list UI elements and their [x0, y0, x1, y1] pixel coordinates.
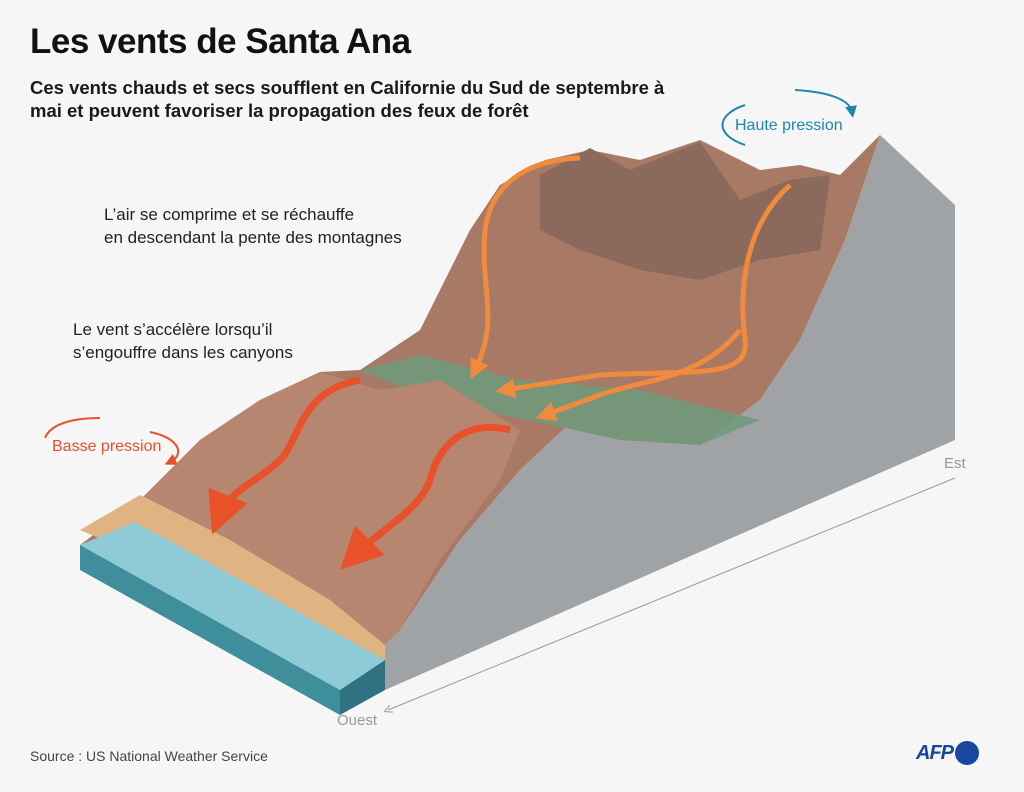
canyon-annotation: Le vent s’accélère lorsqu’il s’engouffre…	[73, 318, 293, 364]
annotation-line: L’air se comprime et se réchauffe	[104, 205, 355, 224]
wind-arrow	[495, 183, 792, 399]
low-pressure-label: Basse pression	[52, 438, 162, 455]
ocean-top	[80, 522, 385, 690]
rocky-peaks	[540, 142, 830, 280]
ocean-front	[80, 545, 340, 715]
wind-arrow	[535, 328, 742, 421]
afp-logo: AFP	[916, 741, 979, 765]
high-pressure-label: Haute pression	[735, 117, 843, 134]
subtitle: Ces vents chauds et secs soufflent en Ca…	[30, 77, 665, 121]
wind-arrow	[340, 423, 511, 570]
east-label: Est	[944, 455, 966, 472]
wind-arrow	[470, 155, 581, 379]
high-pressure-loop-icon	[721, 89, 853, 146]
annotation-line: s’engouffre dans les canyons	[73, 343, 293, 362]
compression-annotation: L’air se comprime et se réchauffe en des…	[104, 203, 402, 249]
ocean-side	[340, 660, 385, 715]
logo-text: AFP	[916, 741, 954, 764]
low-pressure-loop-icon	[44, 417, 180, 462]
page-title: Les vents de Santa Ana	[30, 22, 411, 61]
west-east-axis	[388, 477, 956, 710]
wind-arrow	[208, 376, 361, 535]
logo-dot-icon	[955, 741, 979, 765]
west-label: Ouest	[337, 712, 378, 729]
source-credit: Source : US National Weather Service	[30, 748, 268, 764]
block-side-face	[385, 135, 955, 690]
annotation-line: Le vent s’accélère lorsqu’il	[73, 320, 273, 339]
green-valley	[360, 355, 760, 445]
annotation-line: en descendant la pente des montagnes	[104, 228, 402, 247]
